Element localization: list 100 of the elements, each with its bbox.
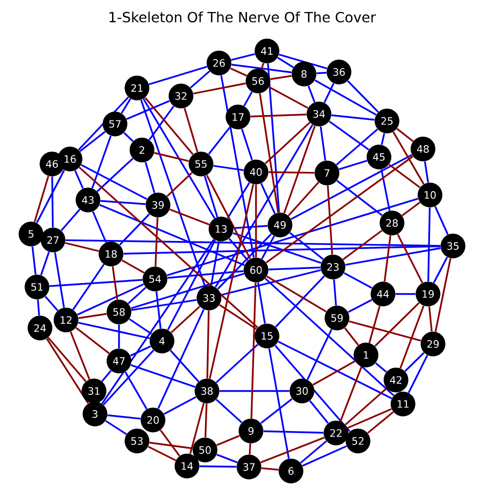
connector-line xyxy=(72,264,105,310)
connector-line xyxy=(309,400,329,424)
graph-node: 58 xyxy=(106,300,132,324)
connector-line xyxy=(250,282,256,418)
connector-line xyxy=(105,420,127,435)
connector-line xyxy=(170,350,200,382)
connector-line xyxy=(48,337,86,382)
connector-line xyxy=(267,64,280,212)
connector-line xyxy=(274,344,350,432)
graph-node: 54 xyxy=(142,266,168,292)
connector-line xyxy=(402,202,420,216)
connector-line xyxy=(164,396,196,415)
connector-line xyxy=(157,309,205,409)
connector-line xyxy=(374,302,420,347)
graph-node: 33 xyxy=(196,286,222,310)
connector-line xyxy=(131,299,197,311)
connector-line xyxy=(392,131,424,185)
connector-line xyxy=(130,272,244,310)
graph-node: 30 xyxy=(290,378,314,404)
graph-node: 21 xyxy=(124,76,150,100)
connector-line xyxy=(107,414,141,420)
graph-node: 13 xyxy=(208,216,234,242)
graph-node: 26 xyxy=(206,50,232,76)
connector-line xyxy=(50,278,142,288)
connector-line xyxy=(308,85,316,102)
connector-line xyxy=(260,183,276,214)
graph-node: 46 xyxy=(40,152,64,176)
graph-node: 2 xyxy=(130,138,154,162)
graph-node: 17 xyxy=(226,104,250,130)
graph-node: 56 xyxy=(246,68,270,94)
connector-line xyxy=(266,276,327,312)
connector-line xyxy=(118,324,120,348)
connector-line xyxy=(208,126,231,155)
graph-node: 59 xyxy=(324,306,350,330)
connector-line xyxy=(230,67,247,76)
graph-node: 36 xyxy=(326,60,352,84)
connector-line xyxy=(400,306,424,368)
connector-line xyxy=(36,170,65,224)
connector-line xyxy=(216,435,240,446)
connector-line xyxy=(184,108,198,152)
connector-line xyxy=(384,235,392,282)
connector-line xyxy=(264,278,394,396)
connector-line xyxy=(331,114,375,121)
connector-line xyxy=(91,136,112,188)
connector-line xyxy=(300,440,327,464)
connector-line xyxy=(257,282,266,324)
connector-line xyxy=(250,114,306,118)
connector-line xyxy=(34,176,50,222)
graph-node: 14 xyxy=(174,454,200,478)
graph-node: 48 xyxy=(410,136,436,162)
connector-line xyxy=(144,97,194,155)
connector-line xyxy=(130,364,196,388)
connector-line xyxy=(148,446,176,462)
connector-line xyxy=(427,208,431,282)
connector-line xyxy=(92,211,107,243)
node-label: 46 xyxy=(46,160,58,168)
connector-line xyxy=(396,293,416,295)
connector-line xyxy=(243,92,253,106)
connector-line xyxy=(314,79,376,116)
connector-line xyxy=(167,270,244,279)
connector-line xyxy=(70,331,90,380)
connector-line xyxy=(268,266,320,270)
node-label: 22 xyxy=(330,429,342,437)
connector-line xyxy=(248,444,252,454)
connector-line xyxy=(268,171,314,174)
connector-line xyxy=(124,371,148,410)
connector-line xyxy=(219,304,257,330)
connector-line xyxy=(340,366,362,422)
connector-line xyxy=(424,161,429,183)
connector-line xyxy=(166,172,192,197)
graph-node: 31 xyxy=(82,378,106,404)
graph-node: 43 xyxy=(76,188,100,212)
connector-line xyxy=(154,218,158,266)
connector-line xyxy=(344,272,372,289)
connector-line xyxy=(348,320,422,342)
graph-node: 5 xyxy=(18,222,44,246)
connector-line xyxy=(74,170,84,189)
connector-line xyxy=(277,56,294,68)
connector-line xyxy=(433,256,448,284)
connector-line xyxy=(213,164,244,172)
connector-line xyxy=(260,436,325,464)
connector-line xyxy=(259,93,279,213)
connector-line xyxy=(32,246,36,275)
connector-line xyxy=(124,245,440,255)
connector-line xyxy=(261,467,279,471)
connector-line xyxy=(344,388,388,426)
connector-line xyxy=(149,442,193,450)
connector-line xyxy=(306,328,332,380)
connector-line xyxy=(154,152,189,162)
connector-line xyxy=(102,350,154,406)
graph-node: 55 xyxy=(188,152,214,176)
connector-line xyxy=(78,313,107,319)
graph-node: 49 xyxy=(268,212,292,238)
connector-line xyxy=(228,238,248,261)
connector-line xyxy=(123,132,134,142)
connector-line xyxy=(148,66,208,86)
connector-line xyxy=(348,299,372,313)
graph-node: 38 xyxy=(194,378,220,404)
graph-node: 40 xyxy=(244,160,268,184)
connector-line xyxy=(270,75,292,80)
